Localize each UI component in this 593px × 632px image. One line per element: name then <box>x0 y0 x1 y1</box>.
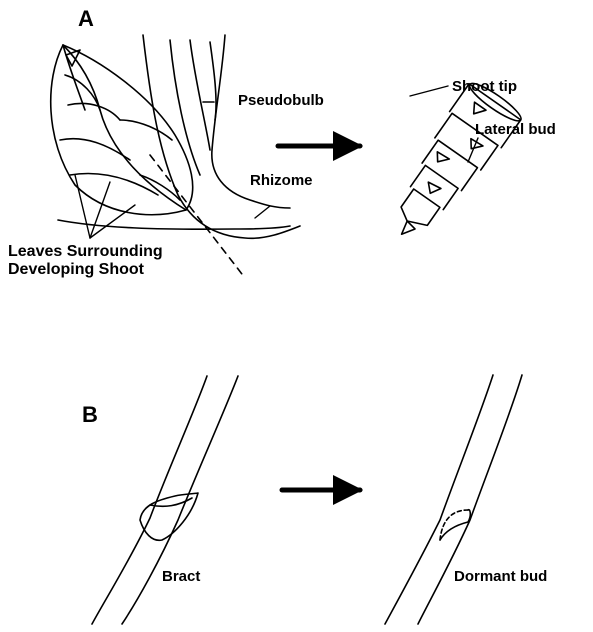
cut-line <box>150 155 245 278</box>
lateral-bud-label: Lateral bud <box>475 121 556 138</box>
excised-shoot <box>376 78 525 253</box>
dormant-bud-label: Dormant bud <box>454 568 547 585</box>
pseudobulb-label: Pseudobulb <box>238 92 324 109</box>
rhizome-label: Rhizome <box>250 172 313 189</box>
panel-a-label: A <box>78 6 94 31</box>
stem-with-dormant-bud <box>385 375 522 624</box>
bract-label: Bract <box>162 568 200 585</box>
leaves-surrounding-label: Leaves Surrounding Developing Shoot <box>8 243 163 280</box>
stem-with-bract <box>92 376 238 624</box>
shoot-tip-label: Shoot tip <box>452 78 517 95</box>
panel-b-label: B <box>82 402 98 427</box>
